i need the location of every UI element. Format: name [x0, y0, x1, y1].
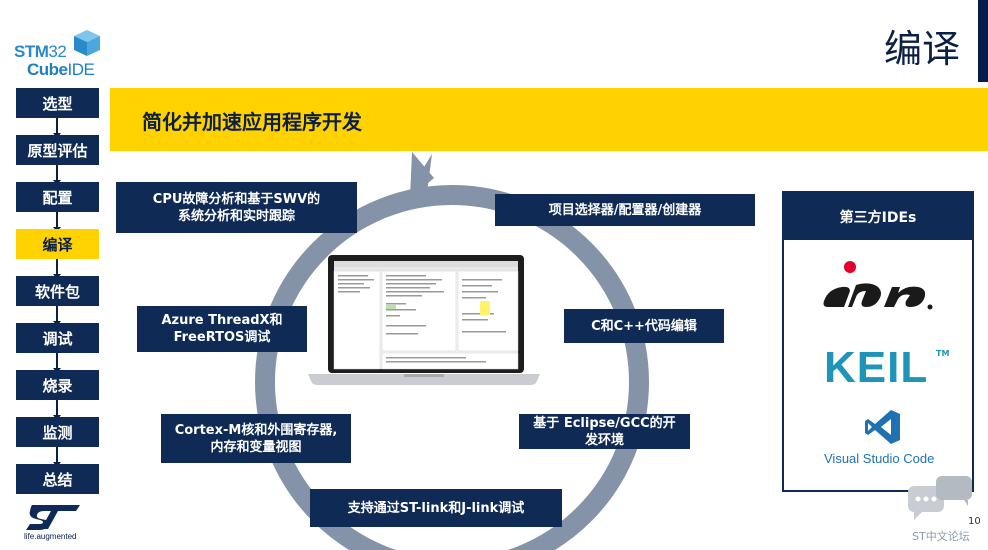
- nav-label: 调试: [42, 329, 73, 348]
- third-party-ides-panel: 第三方IDEs KEIL TM Visual Studio Code: [782, 191, 974, 492]
- feature-line: FreeRTOS调试: [173, 330, 271, 345]
- page-title: 编译: [883, 27, 960, 71]
- nav-item-monitor[interactable]: 监测: [16, 417, 99, 447]
- nav-arrow: [53, 212, 61, 232]
- feature-cortex-views: Cortex-M核和外围寄存器, 内存和变量视图: [161, 414, 351, 463]
- brand-ide: IDE: [67, 60, 95, 79]
- feature-line: C和C++代码编辑: [591, 318, 697, 334]
- chat-bubbles-icon: [908, 476, 972, 520]
- feature-code-editing: C和C++代码编辑: [564, 309, 724, 343]
- nav-label: 编译: [42, 235, 73, 254]
- vscode-label: Visual Studio Code: [824, 451, 935, 466]
- nav-item-prototype[interactable]: 原型评估: [16, 135, 99, 165]
- headline-text: 简化并加速应用程序开发: [142, 110, 362, 134]
- ide-header-label: 第三方IDEs: [839, 209, 917, 226]
- title-accent-bar: [978, 0, 988, 82]
- iar-logo: [823, 261, 933, 310]
- nav-item-selection[interactable]: 选型: [16, 88, 99, 118]
- feature-line: Azure ThreadX和: [161, 313, 283, 328]
- feature-rtos-debug: Azure ThreadX和 FreeRTOS调试: [137, 306, 307, 352]
- headline-banner: 简化并加速应用程序开发: [110, 88, 988, 151]
- nav-label: 原型评估: [27, 141, 88, 160]
- nav-label: 选型: [42, 94, 73, 113]
- st-tagline: life.augmented: [24, 532, 77, 541]
- feature-line: 内存和变量视图: [210, 439, 302, 455]
- brand-num: 32: [48, 42, 67, 61]
- nav-arrow: [53, 447, 61, 467]
- feature-cpu-analysis: CPU故障分析和基于SWV的 系统分析和实时跟踪: [116, 182, 357, 233]
- feature-debug-probes: 支持通过ST-link和J-link调试: [310, 489, 562, 527]
- feature-line: 支持通过ST-link和J-link调试: [347, 500, 525, 516]
- nav-arrow: [53, 259, 61, 279]
- feature-project-selector: 项目选择器/配置器/创建器: [495, 194, 755, 226]
- nav-item-packages[interactable]: 软件包: [16, 276, 99, 306]
- keil-trademark: TM: [936, 349, 950, 358]
- feature-line: CPU故障分析和基于SWV的: [152, 191, 321, 207]
- feature-line: 基于 Eclipse/GCC的开: [533, 415, 676, 431]
- nav-item-summary[interactable]: 总结: [16, 464, 99, 494]
- nav-label: 监测: [42, 423, 73, 442]
- nav-label: 总结: [42, 470, 73, 489]
- cube-icon: [74, 30, 100, 56]
- page-number: 10: [968, 516, 981, 527]
- third-party-ides-header: 第三方IDEs: [784, 193, 972, 240]
- feature-line: 系统分析和实时跟踪: [177, 208, 295, 224]
- nav-item-compile[interactable]: 编译: [16, 229, 99, 259]
- forum-watermark: ST中文论坛: [912, 530, 970, 543]
- vscode-icon: [865, 410, 900, 444]
- feature-line: 项目选择器/配置器/创建器: [548, 202, 702, 218]
- feature-line: Cortex-M核和外围寄存器,: [174, 422, 338, 438]
- nav-item-config[interactable]: 配置: [16, 182, 99, 212]
- nav-arrow: [53, 400, 61, 420]
- brand-stm: STM: [14, 42, 49, 61]
- nav-item-flash[interactable]: 烧录: [16, 370, 99, 400]
- nav-arrow: [53, 306, 61, 326]
- nav-label: 配置: [42, 188, 73, 207]
- cycle-ring: [255, 152, 649, 550]
- keil-logo-text: KEIL: [824, 343, 929, 392]
- feature-line: 发环境: [584, 432, 624, 448]
- brand-cube: Cube: [27, 60, 68, 79]
- nav-item-debug[interactable]: 调试: [16, 323, 99, 353]
- st-logo-icon: [26, 505, 80, 530]
- feature-eclipse-gcc: 基于 Eclipse/GCC的开 发环境: [519, 414, 690, 449]
- laptop-ide-screenshot: [308, 255, 540, 385]
- nav-label: 软件包: [34, 282, 80, 301]
- nav-arrow: [53, 165, 61, 185]
- nav-label: 烧录: [42, 376, 73, 395]
- nav-arrow: [53, 353, 61, 373]
- nav-arrow: [53, 118, 61, 138]
- stm32cubeide-logo: STM32 CubeIDE: [14, 28, 104, 80]
